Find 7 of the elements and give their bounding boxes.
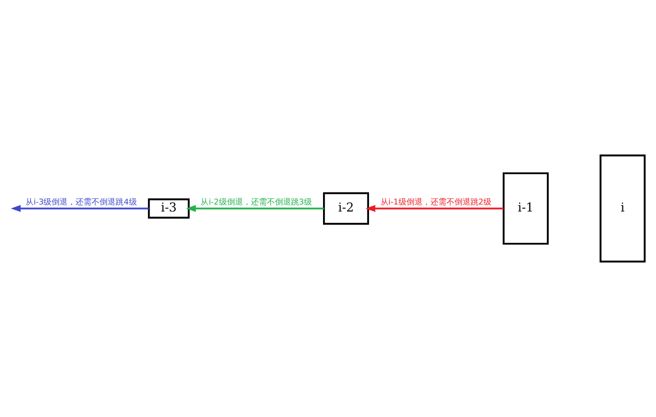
arrow xyxy=(365,205,504,212)
arrow xyxy=(186,205,324,212)
node-box: i-3 xyxy=(148,198,190,219)
node-box: i-1 xyxy=(502,172,549,245)
node-box: i xyxy=(600,154,646,262)
node-box: i-2 xyxy=(323,192,370,225)
arrow xyxy=(10,205,149,212)
